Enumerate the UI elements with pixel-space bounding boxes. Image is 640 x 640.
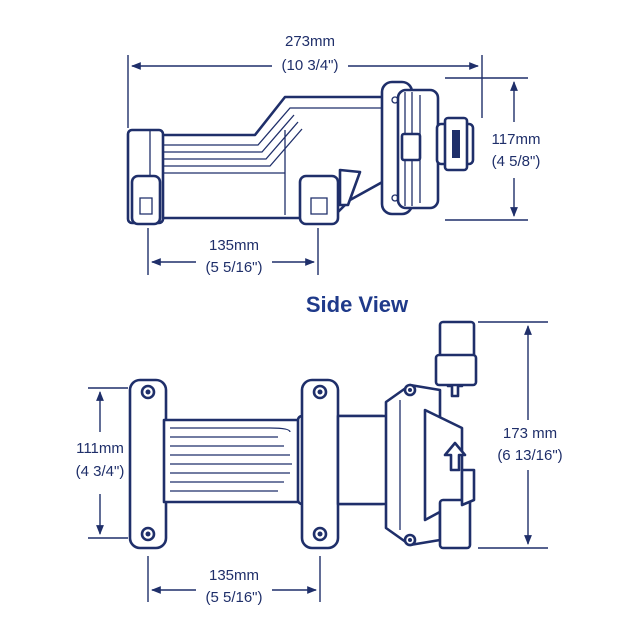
overall-length-metric: 273mm — [285, 33, 335, 50]
side-view-dimensions — [127, 55, 528, 275]
top-view-dimensions — [88, 321, 548, 602]
height-imperial: (4 5/8") — [492, 153, 541, 170]
width-imperial: (4 3/4") — [76, 463, 125, 480]
overall-height-metric: 173 mm — [503, 425, 557, 442]
side-mount-spacing-metric: 135mm — [209, 237, 259, 254]
side-view-title: Side View — [306, 292, 409, 317]
width-metric: 111mm — [76, 440, 124, 457]
top-mount-spacing-imperial: (5 5/16") — [205, 589, 262, 606]
top-view-drawing — [128, 320, 478, 550]
side-view-drawing — [126, 80, 475, 226]
height-metric: 117mm — [492, 131, 541, 148]
top-mount-spacing-metric: 135mm — [209, 567, 259, 584]
overall-length-imperial: (10 3/4") — [281, 57, 338, 74]
overall-height-imperial: (6 13/16") — [497, 447, 562, 464]
side-mount-spacing-imperial: (5 5/16") — [205, 259, 262, 276]
